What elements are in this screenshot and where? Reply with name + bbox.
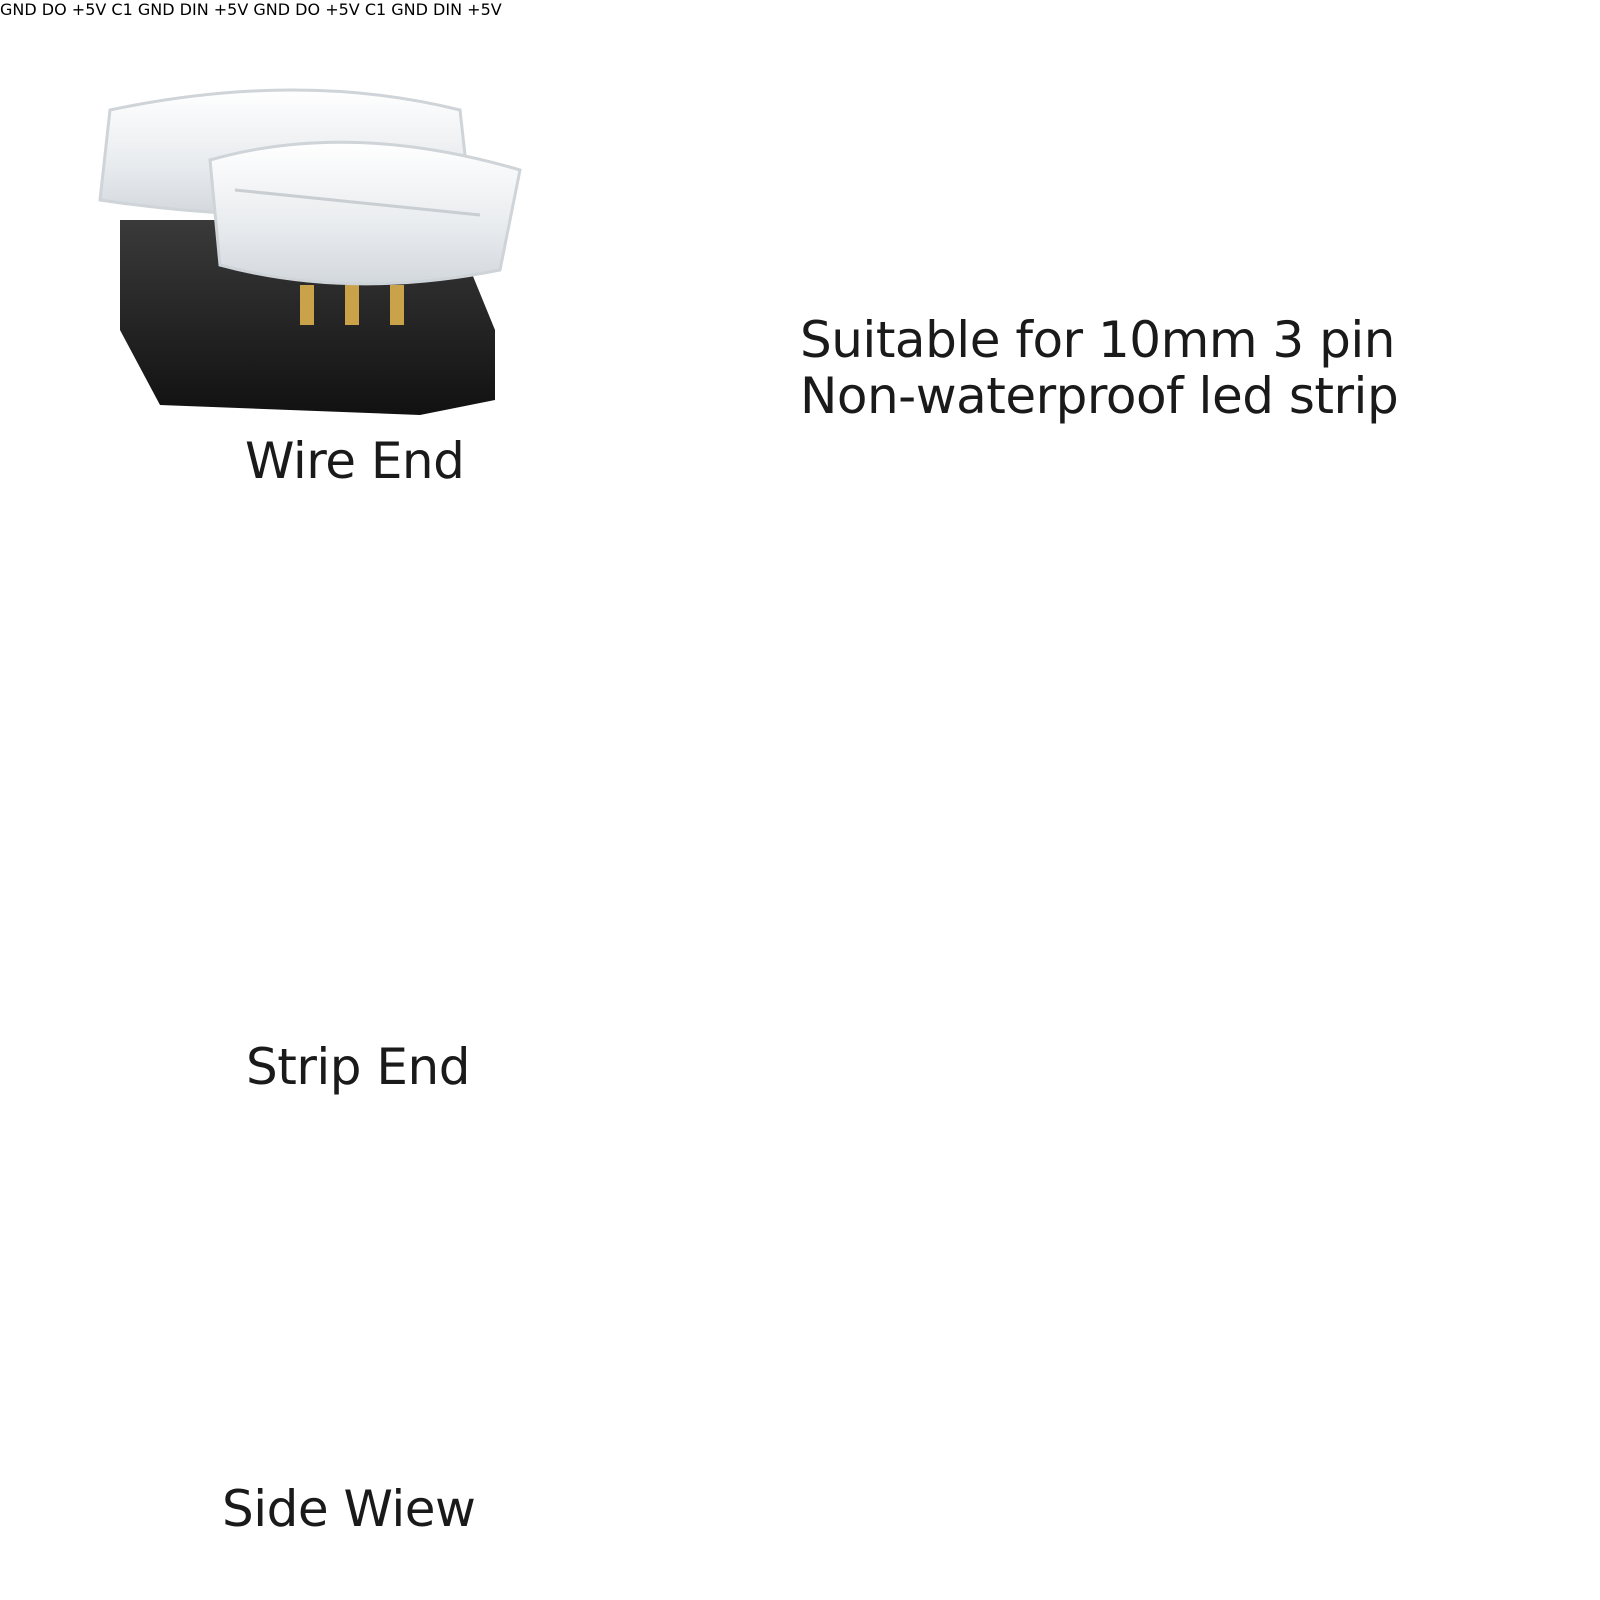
strip-label-gnd-1: GND [0, 0, 37, 19]
strip-label-v5-2: +5V [213, 0, 249, 19]
strip-silkscreen: GND DO +5V C1 GND DIN +5V GND DO +5V C1 … [0, 0, 502, 19]
strip-label-do-3: DO [295, 0, 321, 19]
headline-line-2: Non-waterproof led strip [800, 367, 1399, 425]
strip-label-din-2: DIN [179, 0, 209, 19]
strip-end-caption: Strip End [246, 1038, 470, 1096]
wire-end-caption: Wire End [245, 432, 465, 490]
headline-line-1: Suitable for 10mm 3 pin [800, 311, 1395, 369]
strip-label-din-4: DIN [433, 0, 463, 19]
strip-label-v5-1: +5V [71, 0, 107, 19]
strip-label-v5-3: +5V [325, 0, 360, 19]
strip-label-gnd-2: GND [137, 0, 175, 19]
side-view-caption: Side Wiew [222, 1480, 476, 1538]
strip-label-c1-3: C1 [364, 0, 387, 19]
strip-label-gnd-3: GND [253, 0, 291, 19]
strip-label-c1-1: C1 [111, 0, 133, 19]
strip-label-do-1: DO [41, 0, 67, 19]
strip-label-v5-4: +5V [467, 0, 502, 19]
wire-end-connector [98, 88, 522, 415]
product-headline: Suitable for 10mm 3 pin Non-waterproof l… [800, 311, 1399, 425]
strip-label-gnd-4: GND [391, 0, 428, 19]
